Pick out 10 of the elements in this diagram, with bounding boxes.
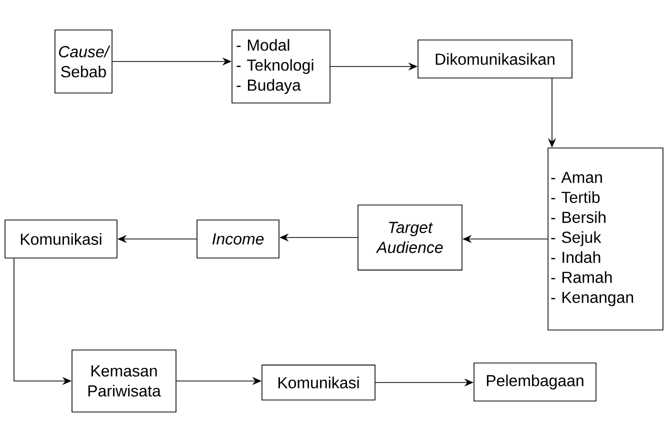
process-box: - Modal - Teknologi - Budaya	[232, 30, 330, 104]
process-box: Komunikasi	[262, 364, 376, 400]
process-box: Pelembagaan	[474, 362, 596, 402]
process-box: Income	[196, 220, 280, 258]
process-box: Target Audience	[358, 204, 462, 270]
process-box: Komunikasi	[4, 220, 118, 258]
process-box: Kemasan Pariwisata	[72, 350, 176, 412]
process-box: Dikomunikasikan	[418, 40, 572, 78]
process-box: - Aman - Tertib - Bersih - Sejuk - Indah - Ramah - Kenangan	[548, 148, 664, 330]
process-box: Cause/ Sebab	[54, 30, 112, 94]
